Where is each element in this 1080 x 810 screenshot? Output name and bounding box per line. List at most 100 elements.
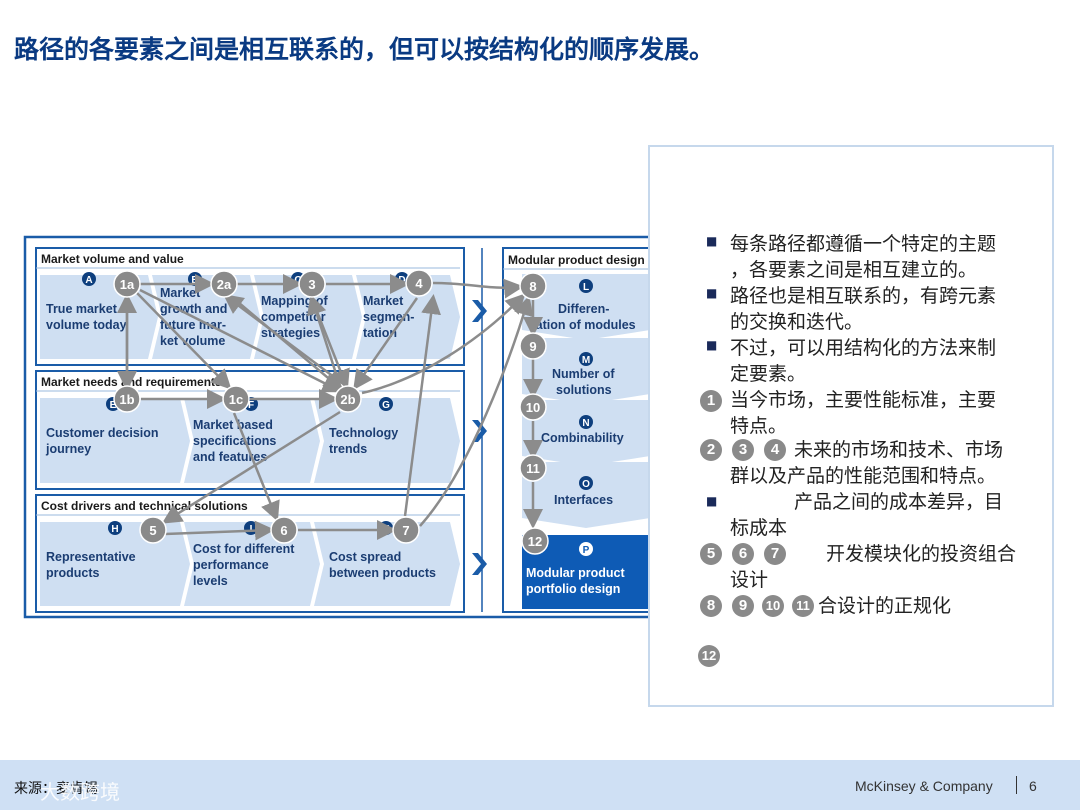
label-a1: True market [46, 302, 118, 316]
chevron-e [40, 398, 190, 483]
node-2b: 2b [340, 392, 355, 407]
label-a2: volume today [46, 318, 127, 332]
label-n1: Combinability [541, 431, 624, 445]
legend-3-line-1: 产品之间的成本差异，目 [794, 491, 1004, 513]
bullet-marker: ■ [706, 338, 718, 352]
section-title-cost-drivers: Cost drivers and technical solutions [41, 499, 248, 513]
label-g1: Technology [329, 426, 398, 440]
node-2a: 2a [217, 277, 232, 292]
path-diagram: Market volume and value Market needs and… [23, 235, 672, 619]
letter-l: L [583, 282, 589, 293]
source-note: 来源：麦肯锡 [14, 781, 98, 797]
node-12: 12 [528, 534, 542, 549]
watermark: 大数跨境 [40, 780, 120, 804]
page-title: 路径的各要素之间是相互联系的，但可以按结构化的顺序发展。 [14, 35, 715, 64]
letter-h: H [111, 524, 118, 535]
label-o1: Interfaces [554, 493, 613, 507]
chevron-a [40, 275, 158, 359]
note-2-line-1: 路径也是相互联系的，有跨元素 [730, 285, 997, 307]
legend-2-line-2: 群以及产品的性能范围和特点。 [730, 465, 997, 487]
label-f2: specifications [193, 434, 276, 448]
marker-9: 9 [732, 595, 754, 617]
legend-3-line-2: 标成本 [730, 517, 788, 539]
label-f1: Market based [193, 418, 273, 432]
label-i1: Cost for different [193, 542, 295, 556]
notes-panel: ■ 每条路径都遵循一个特定的主题 ，各要素之间是相互建立的。 ■ 路径也是相互联… [648, 145, 1054, 707]
chevron-o [522, 462, 650, 528]
marker-2: 2 [700, 439, 722, 461]
label-g2: trends [329, 442, 367, 456]
node-11: 11 [526, 461, 540, 476]
label-d1: Market [363, 294, 404, 308]
letter-a: A [85, 275, 92, 286]
chevron-n [522, 400, 650, 466]
note-3-line-1: 不过，可以用结构化的方法来制 [730, 337, 997, 359]
marker-5: 5 [700, 543, 722, 565]
label-k1: Cost spread [329, 550, 401, 564]
legend-4-line-2: 设计 [730, 569, 769, 591]
legend-1-line-2: 特点。 [730, 415, 788, 437]
node-5: 5 [149, 523, 156, 538]
marker-6: 6 [732, 543, 754, 565]
node-3: 3 [308, 277, 315, 292]
node-6: 6 [280, 523, 287, 538]
legend-5-line-1: 合设计的正规化 [818, 595, 952, 617]
marker-12: 12 [698, 645, 720, 667]
chevron-l [522, 274, 650, 340]
label-b3: future mar- [160, 318, 226, 332]
letter-n: N [582, 418, 589, 429]
section-title-market-volume: Market volume and value [41, 252, 184, 266]
node-4: 4 [415, 276, 423, 291]
label-e2: journey [45, 442, 91, 456]
flow-arrow-2 [472, 420, 487, 442]
label-c3: strategies [261, 326, 320, 340]
section-title-modular-design: Modular product design [508, 253, 645, 267]
footer-bar [0, 760, 1080, 810]
label-i3: levels [193, 574, 228, 588]
label-i2: performance [193, 558, 269, 572]
marker-8: 8 [700, 595, 722, 617]
letter-e: E [110, 400, 117, 411]
label-b2: growth and [160, 302, 227, 316]
node-1a: 1a [120, 277, 135, 292]
letter-o: O [582, 479, 590, 490]
node-9: 9 [529, 339, 536, 354]
marker-4: 4 [764, 439, 786, 461]
label-h2: products [46, 566, 100, 580]
chevron-m [522, 338, 650, 404]
label-l2: tiation of modules [528, 318, 636, 332]
label-m2: solutions [556, 383, 612, 397]
letter-f: F [248, 400, 254, 411]
node-7: 7 [402, 523, 409, 538]
label-m1: Number of [552, 367, 615, 381]
bullet-marker: ■ [706, 494, 718, 508]
label-l1: Differen- [558, 302, 609, 316]
flow-arrow-1 [472, 300, 487, 322]
note-1-line-2: ，各要素之间是相互建立的。 [730, 259, 978, 281]
marker-3: 3 [732, 439, 754, 461]
chevron-k [314, 522, 460, 606]
marker-10: 10 [762, 595, 784, 617]
letter-p: P [583, 545, 590, 556]
marker-7: 7 [764, 543, 786, 565]
bullet-marker: ■ [706, 234, 718, 248]
flow-arrow-3 [472, 553, 487, 575]
chevron-f [184, 398, 320, 483]
brand-label: McKinsey & Company [855, 778, 993, 794]
node-8: 8 [529, 279, 536, 294]
note-1-line-1: 每条路径都遵循一个特定的主题 [730, 233, 997, 255]
marker-1: 1 [700, 390, 722, 412]
node-1c: 1c [229, 392, 243, 407]
label-p1: Modular product [526, 566, 625, 580]
label-b1: Market [160, 286, 201, 300]
legend-4-line-1: 开发模块化的投资组合 [826, 543, 1017, 565]
chevron-g [314, 398, 460, 483]
numbered-nodes: 1a 2a 3 4 1b 1c 2b 5 6 7 8 9 10 11 12 [113, 269, 549, 555]
connector-arrows [117, 274, 543, 541]
node-1b: 1b [119, 392, 134, 407]
node-10: 10 [526, 400, 540, 415]
legend-2-line-1: 未来的市场和技术、市场 [794, 439, 1004, 461]
letter-g: G [382, 400, 390, 411]
legend-1-line-1: 当今市场，主要性能标准，主要 [730, 389, 997, 411]
label-k2: between products [329, 566, 436, 580]
